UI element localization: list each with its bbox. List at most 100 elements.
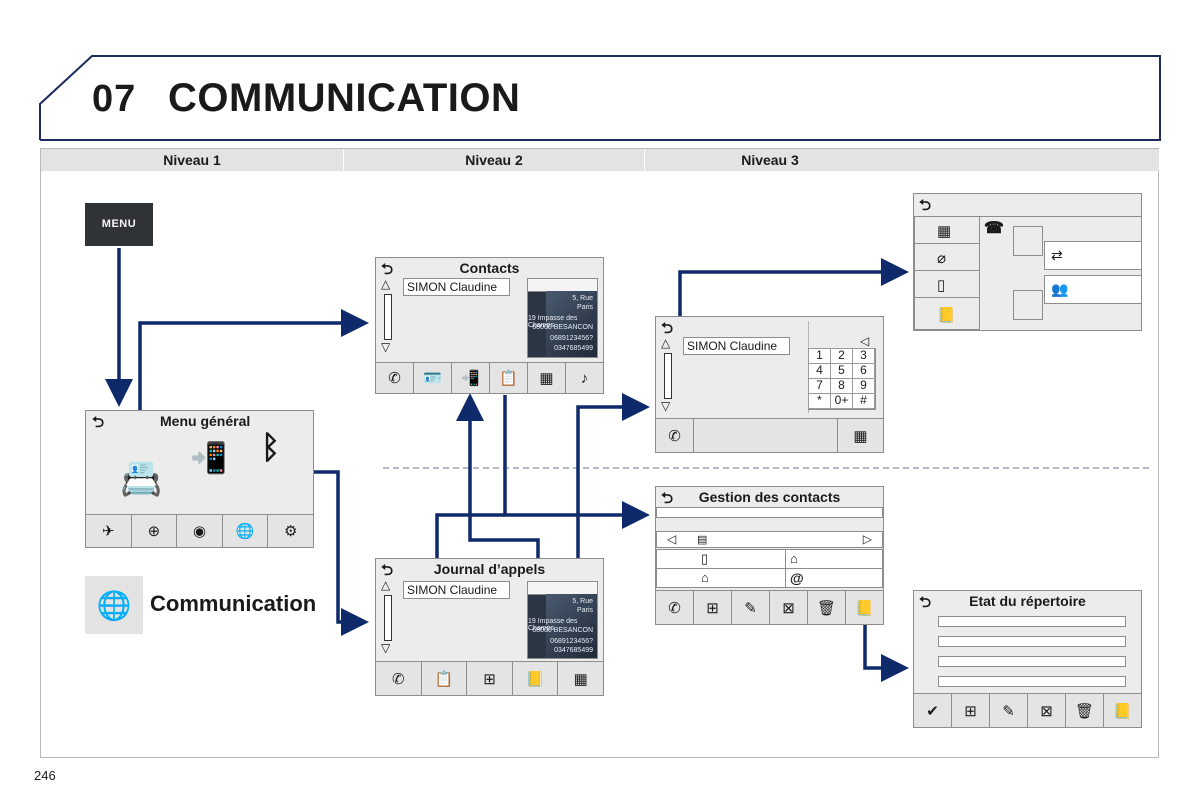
scroll-up-icon[interactable]: △ (661, 336, 671, 350)
hangup-icon[interactable]: ☎ (984, 220, 1004, 237)
navigation-icon[interactable]: ⊕ (130, 515, 177, 547)
mute-icon[interactable]: ⌀ (914, 243, 980, 271)
call-log-icon[interactable]: 📲 (190, 442, 228, 475)
scroll-up-icon[interactable]: △ (381, 578, 391, 592)
levels-header: Niveau 1 Niveau 2 Niveau 3 (41, 149, 1159, 171)
key-0[interactable]: 0+ (830, 393, 853, 409)
call-icon[interactable]: ✆ (668, 599, 681, 617)
journal-title: Journal d’appels (433, 561, 546, 577)
confirm-icon[interactable]: ✔ (926, 702, 939, 720)
journal-screen: ⮌ Journal d’appels △ ▽ SIMON Claudine 5,… (375, 558, 604, 696)
keypad-icon[interactable]: ▦ (914, 216, 980, 244)
back-icon[interactable]: ⮌ (919, 594, 932, 611)
directory-icon[interactable]: 📒 (1103, 694, 1141, 727)
conference-icon[interactable]: 👥 (1044, 275, 1142, 304)
contacts-icon[interactable]: 📋 (489, 363, 527, 393)
edit-contact-icon[interactable]: ✎ (731, 591, 769, 624)
etat-bar: ✔ ⊞ ✎ ⊠ 🗑 📒 (914, 693, 1141, 727)
settings-icon[interactable]: ⚙ (267, 515, 313, 547)
backspace-icon[interactable]: ◁ (860, 334, 870, 348)
call-icon[interactable]: ✆ (392, 670, 405, 688)
key-7[interactable]: 7 (808, 378, 831, 394)
scroll-up-icon[interactable]: △ (381, 277, 391, 291)
scroll-down-icon[interactable]: ▽ (381, 340, 391, 354)
photo-text: 0347685499 (554, 345, 593, 352)
directory-icon[interactable]: 📒 (914, 297, 980, 330)
key-hash[interactable]: # (852, 393, 875, 409)
caller-slot (1013, 226, 1043, 256)
contacts-screen: ⮌ Contacts △ ▽ SIMON Claudine 5, Rue Par… (375, 257, 604, 394)
directory-icon[interactable]: 📒 (845, 591, 883, 624)
key-2[interactable]: 2 (830, 348, 853, 364)
key-5[interactable]: 5 (830, 363, 853, 379)
selected-contact[interactable]: SIMON Claudine (683, 337, 790, 355)
gestion-bar: ✆ ⊞ ✎ ⊠ 🗑 📒 (656, 590, 883, 624)
globe-icon[interactable]: 🌐 (85, 576, 143, 634)
photo-text: 0689123456? (550, 335, 593, 342)
bluetooth-icon[interactable]: ᛒ (261, 429, 281, 465)
trash-icon[interactable]: 🗑 (1065, 694, 1103, 727)
mobile-icon: ▯ (701, 551, 709, 566)
keypad-icon[interactable]: ▦ (837, 419, 883, 452)
keypad-icon[interactable]: ▦ (527, 363, 565, 393)
directory-icon[interactable]: 📒 (511, 662, 558, 695)
swap-call-icon[interactable]: ⇄ (1044, 241, 1142, 270)
level-divider (644, 149, 645, 171)
keypad-icon[interactable]: ▦ (557, 662, 603, 695)
key-star[interactable]: * (808, 393, 831, 409)
field-work[interactable]: ⌂ (785, 549, 883, 569)
delete-contact-icon[interactable]: ⊠ (769, 591, 807, 624)
selected-contact[interactable]: SIMON Claudine (403, 278, 510, 296)
call-icon[interactable]: ✆ (668, 427, 681, 445)
contacts-icon[interactable]: 📋 (420, 662, 467, 695)
key-8[interactable]: 8 (830, 378, 853, 394)
previous-icon[interactable]: ◁ (667, 532, 677, 546)
add-contact-icon[interactable]: ⊞ (951, 694, 989, 727)
radio-icon[interactable]: ◉ (176, 515, 222, 547)
back-icon[interactable]: ⮌ (919, 197, 932, 214)
scrollbar-track[interactable] (384, 294, 392, 340)
contacts-icon[interactable]: 📇 (120, 460, 163, 498)
back-icon[interactable]: ⮌ (92, 414, 105, 431)
add-contact-icon[interactable]: ⊞ (466, 662, 512, 695)
keypad: 1 2 3 4 5 6 7 8 9 * 0+ # (808, 348, 876, 410)
back-icon[interactable]: ⮌ (661, 490, 674, 507)
contact-photo: 5, Rue Paris 19 Impasse des Champs 68000… (527, 278, 598, 358)
key-6[interactable]: 6 (852, 363, 875, 379)
edit-contact-icon[interactable]: ✎ (989, 694, 1027, 727)
gestion-screen: ⮌ Gestion des contacts ◁ ▤ ▷ ▯ ⌂ ⌂ @ ✆ ⊞… (655, 486, 884, 625)
internet-icon[interactable]: 🌐 (221, 515, 268, 547)
contacts-title: Contacts (459, 260, 520, 276)
call-icon[interactable]: ✆ (388, 370, 401, 387)
status-row (938, 636, 1126, 647)
gestion-title: Gestion des contacts (698, 489, 841, 505)
key-1[interactable]: 1 (808, 348, 831, 364)
contact-card-icon[interactable]: 🪪 (413, 363, 451, 393)
call-log-icon[interactable]: 📲 (451, 363, 489, 393)
back-icon[interactable]: ⮌ (381, 562, 394, 579)
bluetooth-phone-icon[interactable]: ✈ (102, 523, 115, 540)
selected-contact[interactable]: SIMON Claudine (403, 581, 510, 599)
next-icon[interactable]: ▷ (862, 532, 872, 546)
menu-button[interactable]: MENU (85, 203, 153, 246)
key-4[interactable]: 4 (808, 363, 831, 379)
list-row[interactable] (656, 507, 883, 518)
scroll-down-icon[interactable]: ▽ (381, 641, 391, 655)
key-3[interactable]: 3 (852, 348, 875, 364)
scrollbar-track[interactable] (664, 353, 672, 399)
back-icon[interactable]: ⮌ (661, 320, 674, 337)
add-contact-icon[interactable]: ⊞ (693, 591, 731, 624)
scroll-down-icon[interactable]: ▽ (661, 399, 671, 413)
scrollbar-track[interactable] (384, 595, 392, 641)
delete-contact-icon[interactable]: ⊠ (1027, 694, 1065, 727)
field-home[interactable]: ⌂ (656, 568, 786, 588)
trash-icon[interactable]: 🗑 (807, 591, 845, 624)
key-9[interactable]: 9 (852, 378, 875, 394)
ringtone-icon[interactable]: ♪ (565, 363, 603, 393)
back-icon[interactable]: ⮌ (381, 261, 394, 278)
field-email[interactable]: @ (785, 568, 883, 588)
handset-icon[interactable]: ▯ (914, 270, 980, 298)
photo-text: 19 Impasse des Champs (528, 315, 578, 329)
contact-card-icon: ▤ (697, 534, 708, 546)
field-mobile[interactable]: ▯ (656, 549, 786, 569)
